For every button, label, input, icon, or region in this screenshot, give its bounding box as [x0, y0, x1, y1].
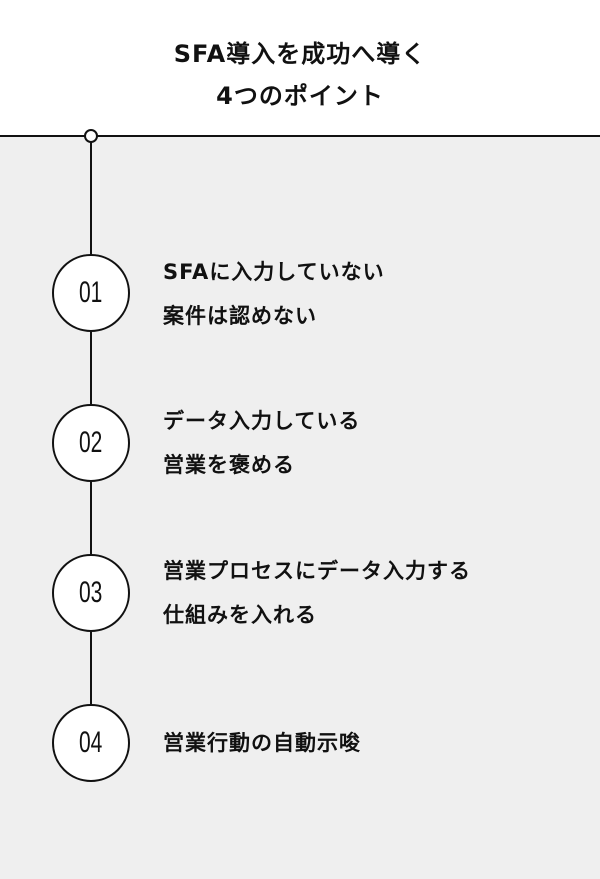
- step-number: 01: [79, 276, 103, 309]
- step-text-3: 営業プロセスにデータ入力する仕組みを入れる: [163, 549, 471, 637]
- step-text-2: データ入力している営業を褒める: [163, 399, 360, 487]
- step-text-1: SFAに入力していない案件は認めない: [163, 250, 385, 338]
- step-number: 03: [79, 576, 103, 609]
- step-circle-4: 04: [52, 704, 130, 782]
- timeline-start-dot: [84, 129, 98, 143]
- step-line: データ入力している: [163, 409, 361, 433]
- step-line: 営業行動の自動示唆: [163, 731, 361, 755]
- title-line-2: 4つのポイント: [216, 82, 384, 110]
- step-line: 営業を褒める: [163, 453, 295, 477]
- step-number: 02: [79, 426, 103, 459]
- horizontal-divider: [0, 135, 600, 137]
- title-line-1: SFA導入を成功へ導く: [173, 40, 427, 68]
- step-line: 営業プロセスにデータ入力する: [163, 559, 471, 583]
- step-circle-1: 01: [52, 254, 130, 332]
- step-text-4: 営業行動の自動示唆: [163, 721, 361, 765]
- header: SFA導入を成功へ導く 4つのポイント: [0, 0, 600, 136]
- step-line: 仕組みを入れる: [163, 603, 317, 627]
- step-number: 04: [79, 726, 103, 759]
- step-circle-2: 02: [52, 404, 130, 482]
- step-circle-3: 03: [52, 554, 130, 632]
- step-line: 案件は認めない: [163, 304, 317, 328]
- step-line: SFAに入力していない: [163, 260, 385, 284]
